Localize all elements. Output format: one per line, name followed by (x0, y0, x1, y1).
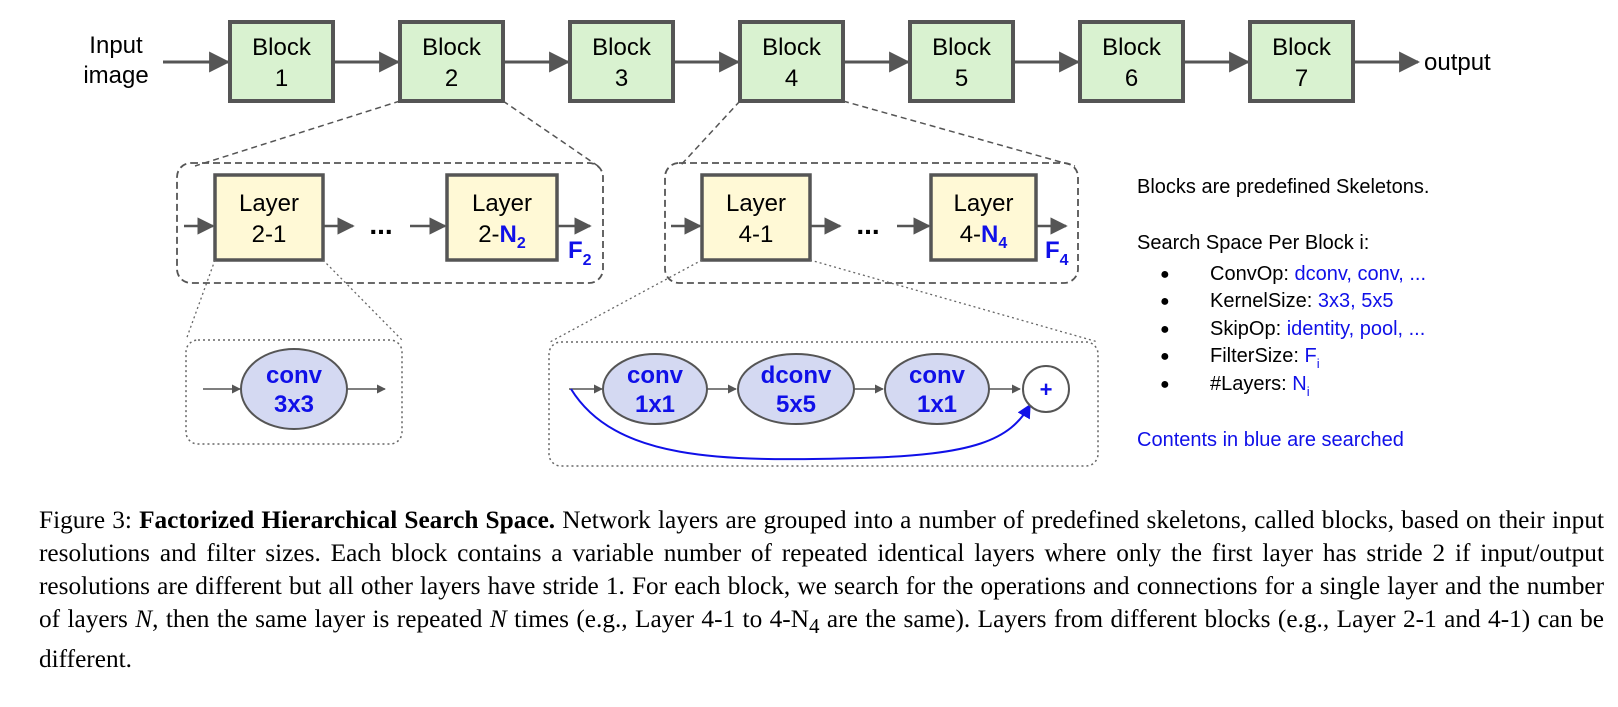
legend-item-layers: #Layers: Ni (1210, 373, 1310, 399)
figure-caption: Figure 3: Factorized Hierarchical Search… (39, 504, 1604, 676)
legend-bullet: ● (1160, 376, 1170, 393)
op-dconv-5x5: dconv 5x5 (737, 353, 855, 425)
block-2-ellipsis: ... (369, 209, 392, 240)
block-1-label: Block (252, 34, 312, 61)
block-4-filter-size: F4 (1045, 237, 1069, 269)
block-4-ellipsis: ... (856, 209, 879, 240)
op-conv-3x3-size: 3x3 (274, 391, 314, 418)
input-label-line1: Input (89, 32, 143, 59)
op-conv-1x1-second-type: conv (909, 362, 966, 389)
layer-2-n2-number: 2-N2 (478, 221, 526, 252)
legend-bullet: ● (1160, 348, 1170, 365)
block-6-number: 6 (1125, 65, 1138, 92)
caption-subscript: 4 (808, 614, 820, 639)
block-5-number: 5 (955, 65, 968, 92)
op-conv-1x1-first: conv 1x1 (602, 353, 708, 425)
caption-text-2: , then the same layer is repeated (152, 605, 490, 633)
legend: Blocks are predefined Skeletons. Search … (1137, 176, 1429, 451)
zoom-line-layer21-left (185, 259, 216, 341)
block-3: Block 3 (568, 20, 675, 103)
zoom-line-block2-left (194, 100, 401, 167)
zoom-line-layer41-right (809, 259, 1099, 343)
block-7: Block 7 (1248, 20, 1355, 103)
block-2-filter-size: F2 (568, 237, 592, 269)
layer-2-1-detail: conv 3x3 (185, 339, 403, 445)
legend-item-skipop: SkipOp: identity, pool, ... (1210, 318, 1425, 340)
block-4-label: Block (762, 34, 822, 61)
legend-item-kernelsize: KernelSize: 3x3, 5x5 (1210, 290, 1393, 312)
output-label: output (1424, 49, 1491, 76)
block-5-label: Block (932, 34, 992, 61)
legend-item-convop: ConvOp: dconv, conv, ... (1210, 263, 1426, 285)
caption-text-4: are the same). Layers from different blo… (39, 605, 1604, 674)
legend-bullet: ● (1160, 266, 1170, 283)
legend-subtitle: Search Space Per Block i: (1137, 232, 1369, 254)
caption-var-n-1: N (135, 605, 153, 633)
op-dconv-5x5-size: 5x5 (776, 391, 816, 418)
block-2-label: Block (422, 34, 482, 61)
zoom-line-layer21-right (322, 259, 403, 341)
block-7-number: 7 (1295, 65, 1308, 92)
skip-connection-arrow (570, 388, 1031, 461)
legend-title: Blocks are predefined Skeletons. (1137, 176, 1429, 198)
op-dconv-5x5-type: dconv (761, 362, 832, 389)
legend-item-filtersize: FilterSize: Fi (1210, 345, 1320, 371)
block-4-number: 4 (785, 65, 798, 92)
zoom-line-layer41-left (549, 259, 703, 343)
zoom-line-block2-right (502, 100, 599, 167)
caption-var-n-2: N (489, 605, 507, 633)
layer-4-1-label: Layer (726, 190, 786, 217)
input-label-line2: image (83, 62, 148, 89)
block-6: Block 6 (1078, 20, 1185, 103)
layer-4-1: Layer 4-1 (700, 173, 812, 262)
add-node: + (1022, 365, 1070, 413)
layer-2-1: Layer 2-1 (213, 173, 325, 262)
block-6-label: Block (1102, 34, 1162, 61)
layer-2-n2-label: Layer (472, 190, 532, 217)
block-1: Block 1 (228, 20, 335, 103)
block-2-number: 2 (445, 65, 458, 92)
zoom-line-block4-left (679, 100, 741, 167)
layer-2-n2: Layer 2-N2 (445, 173, 559, 262)
block-4-expansion: Layer 4-1 ... Layer 4-N4 F4 (664, 162, 1079, 284)
op-conv-1x1-first-type: conv (627, 362, 684, 389)
layer-4-n4-number: 4-N4 (960, 221, 1008, 252)
op-conv-1x1-second: conv 1x1 (884, 353, 990, 425)
caption-lead: Figure 3: (39, 506, 140, 534)
block-3-label: Block (592, 34, 652, 61)
layer-4-1-detail: conv 1x1 dconv 5x5 conv 1x1 + (548, 341, 1099, 467)
block-2-expansion: Layer 2-1 ... Layer 2-N2 F2 (176, 162, 604, 284)
legend-bullet: ● (1160, 321, 1170, 338)
block-1-number: 1 (275, 65, 288, 92)
layer-4-1-number: 4-1 (739, 221, 774, 248)
layer-2-1-label: Layer (239, 190, 299, 217)
legend-note: Contents in blue are searched (1137, 429, 1404, 451)
block-3-number: 3 (615, 65, 628, 92)
block-2: Block 2 (398, 20, 505, 103)
zoom-line-block4-right (842, 100, 1076, 167)
block-7-label: Block (1272, 34, 1332, 61)
legend-bullet: ● (1160, 293, 1170, 310)
op-conv-1x1-second-size: 1x1 (917, 391, 957, 418)
caption-title: Factorized Hierarchical Search Space. (139, 506, 556, 534)
op-conv-3x3-type: conv (266, 362, 323, 389)
layer-4-n4: Layer 4-N4 (929, 173, 1038, 262)
op-conv-1x1-first-size: 1x1 (635, 391, 675, 418)
block-4: Block 4 (738, 20, 845, 103)
layer-4-n4-label: Layer (953, 190, 1013, 217)
layer-2-1-number: 2-1 (252, 221, 287, 248)
op-conv-3x3: conv 3x3 (240, 348, 348, 430)
add-node-plus: + (1040, 377, 1053, 402)
block-5: Block 5 (908, 20, 1015, 103)
caption-text-3: times (e.g., Layer 4-1 to 4-N (506, 605, 809, 633)
caption-text-1: Network layers are grouped into a number… (39, 506, 1605, 633)
